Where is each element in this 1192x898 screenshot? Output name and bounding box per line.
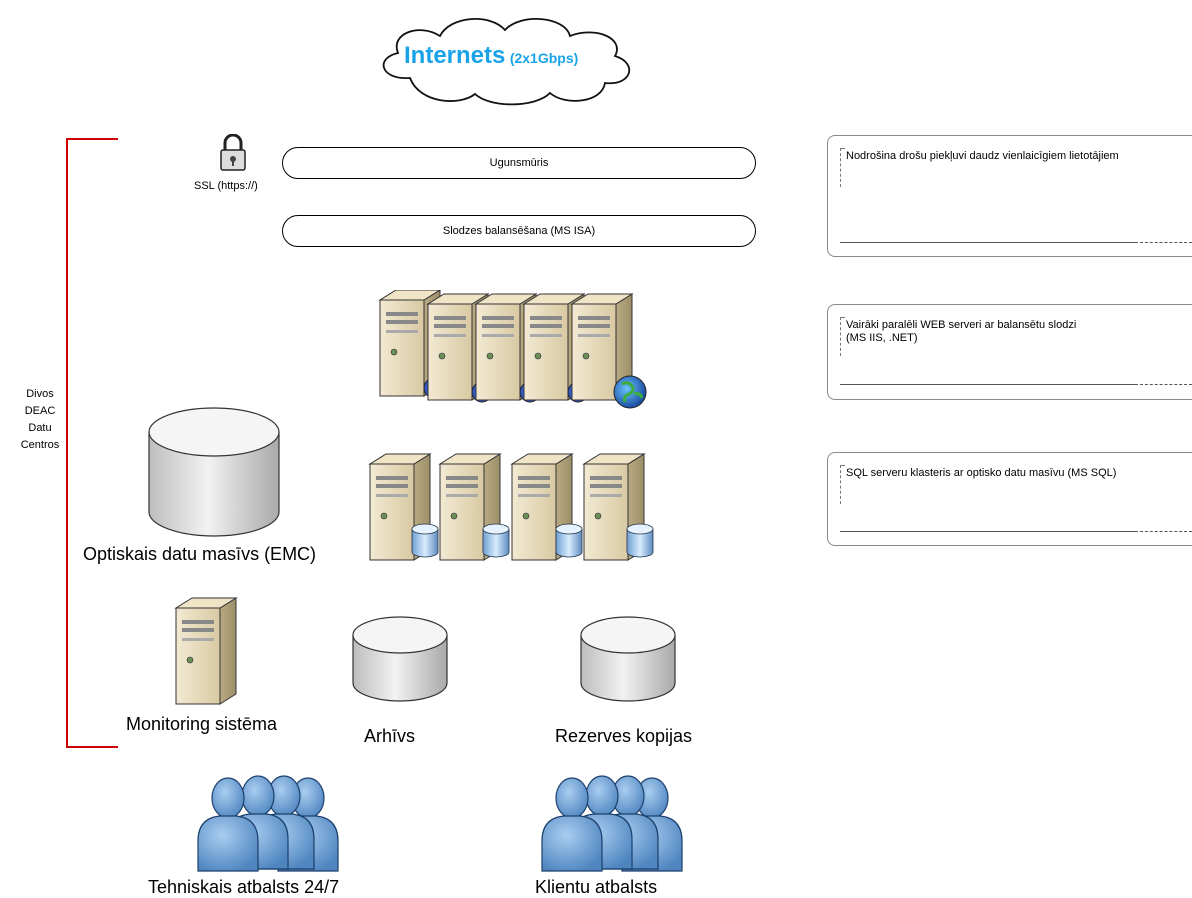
db-cylinder-icon (411, 523, 439, 558)
tech-support-label: Tehniskais atbalsts 24/7 (148, 877, 340, 897)
cloud-title: Internets (404, 42, 506, 69)
storage-disk-icon (147, 400, 281, 545)
ssl-label: SSL (https://) (194, 180, 258, 192)
monitoring-server-icon (174, 596, 244, 711)
client-support-people-icon (540, 772, 690, 883)
datacenter-bracket (66, 138, 118, 748)
archive-disk-icon (351, 611, 451, 718)
note-box: Vairāki paralēli WEB serveri ar balansēt… (827, 304, 1192, 400)
archive-label: Arhīvs (364, 726, 416, 746)
storage-label: Optiskais datu masīvs (EMC) (83, 544, 317, 564)
cloud-icon (382, 18, 631, 106)
note-text: Nodrošina drošu piekļuvi daudz vienlaicī… (846, 150, 1119, 162)
sql-server-cluster (368, 446, 668, 581)
note-text: Vairāki paralēli WEB serveri ar balansēt… (846, 319, 1077, 344)
backup-disk-icon (579, 611, 679, 718)
firewall-bar: Ugunsmūris (282, 147, 756, 179)
globe-icon (613, 375, 647, 409)
web-server-cluster (378, 289, 658, 425)
tech-support-people-icon (196, 772, 346, 883)
note-text: SQL serveru klasteris ar optisko datu ma… (846, 467, 1117, 479)
bracket-label: Divos DEAC Datu Centros (20, 388, 60, 451)
note-box: SQL serveru klasteris ar optisko datu ma… (827, 452, 1192, 546)
load-balancer-label: Slodzes balansēšana (MS ISA) (442, 225, 596, 237)
client-support-label: Klientu atbalsts (535, 877, 658, 897)
db-cylinder-icon (626, 523, 654, 558)
note-box: Nodrošina drošu piekļuvi daudz vienlaicī… (827, 135, 1192, 257)
load-balancer-bar: Slodzes balansēšana (MS ISA) (282, 215, 756, 247)
db-cylinder-icon (555, 523, 583, 558)
backup-label: Rezerves kopijas (555, 726, 693, 746)
monitoring-label: Monitoring sistēma (126, 714, 278, 734)
cloud-subtitle: (2x1Gbps) (509, 50, 579, 66)
lock-icon (218, 133, 248, 177)
db-cylinder-icon (482, 523, 510, 558)
internet-cloud: Internets (2x1Gbps) (370, 8, 640, 108)
firewall-label: Ugunsmūris (489, 157, 549, 169)
